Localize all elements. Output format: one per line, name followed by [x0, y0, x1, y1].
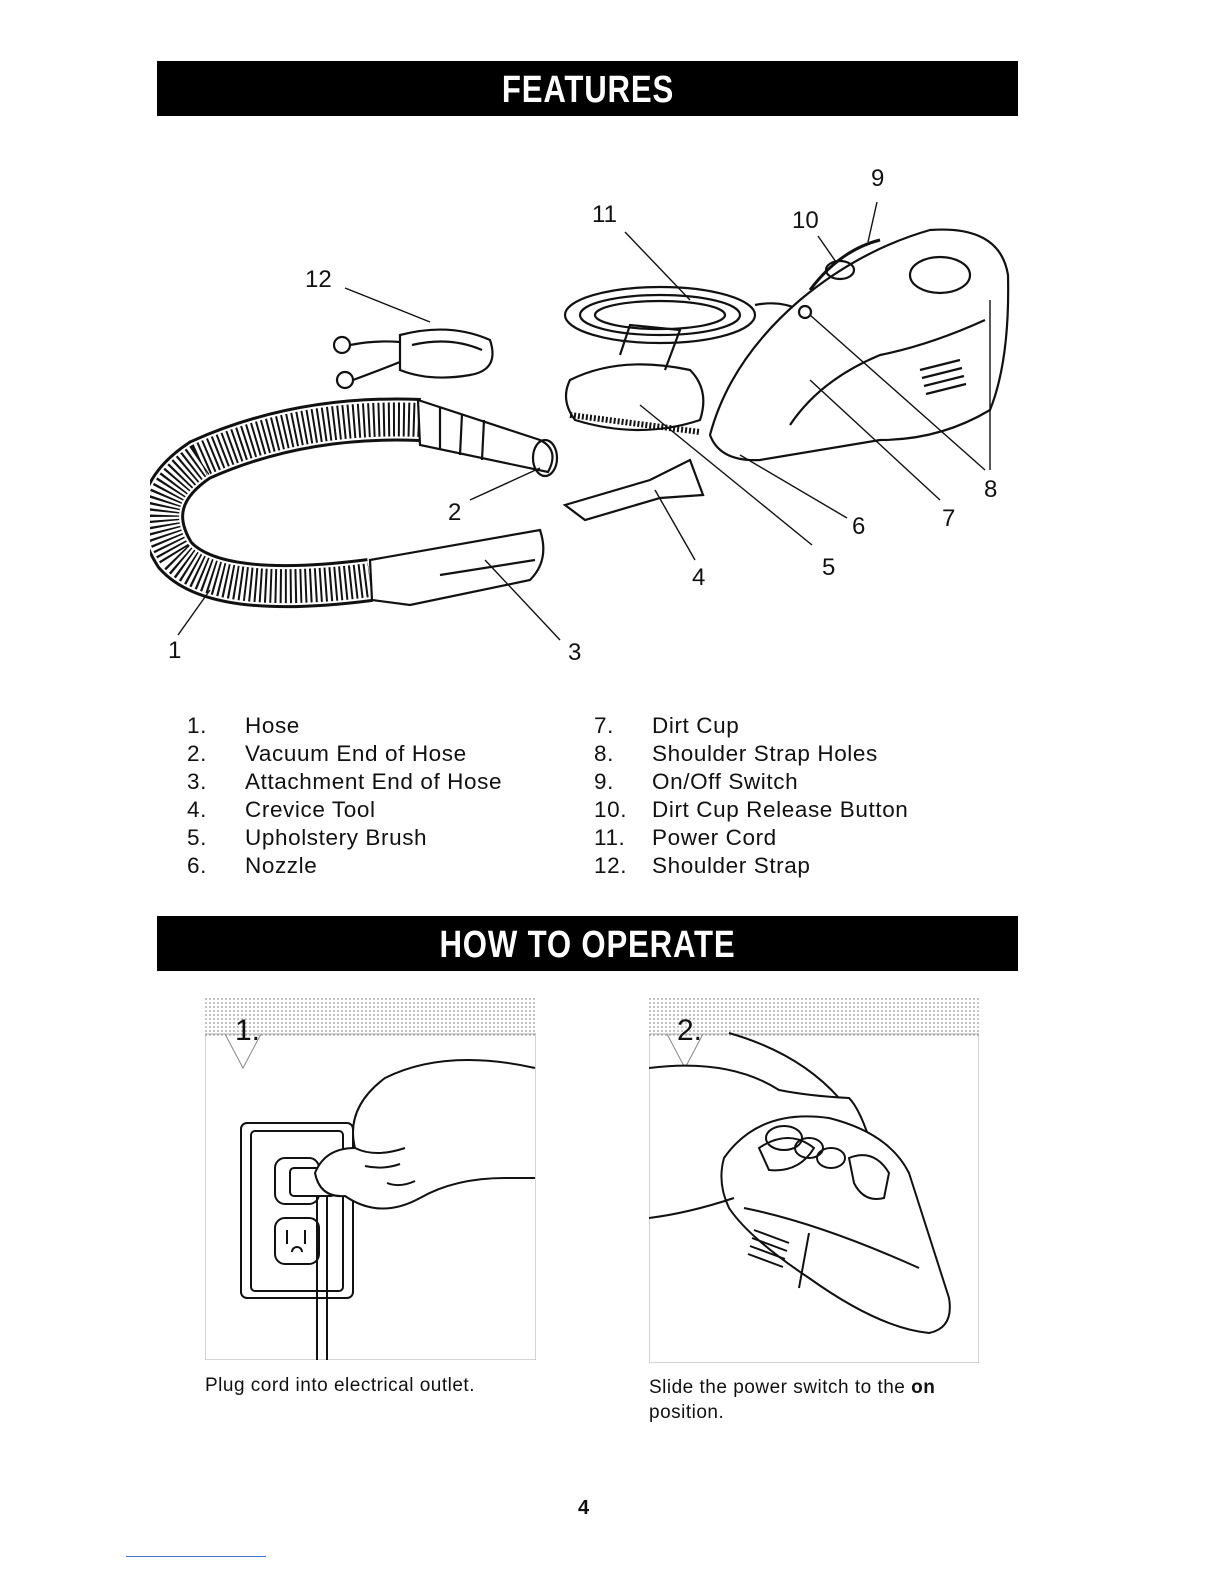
shoulder-strap-illustration: [400, 330, 493, 378]
step-2-panel: 2.: [649, 998, 979, 1360]
on-keyword: on: [911, 1377, 935, 1398]
step-1-panel: 1.: [205, 998, 536, 1360]
callout-2: 2: [448, 499, 461, 526]
parts-list-right: 7.Dirt Cup 8.Shoulder Strap Holes 9.On/O…: [594, 712, 908, 880]
features-heading: FEATURES: [157, 61, 1018, 116]
how-to-operate-heading-text: HOW TO OPERATE: [440, 916, 736, 974]
callout-3: 3: [568, 639, 581, 666]
how-to-operate-heading: HOW TO OPERATE: [157, 916, 1018, 971]
step-1-illustration: [205, 998, 536, 1360]
list-item: 4.Crevice Tool: [187, 796, 502, 824]
list-item: 11.Power Cord: [594, 824, 908, 852]
callout-8: 8: [984, 476, 997, 503]
parts-list-left: 1.Hose 2.Vacuum End of Hose 3.Attachment…: [187, 712, 502, 880]
callout-5: 5: [822, 554, 835, 581]
callout-9: 9: [871, 165, 884, 192]
callout-11: 11: [592, 201, 617, 228]
step-1-number: 1.: [235, 1014, 260, 1048]
list-item: 3.Attachment End of Hose: [187, 768, 502, 796]
list-item: 2.Vacuum End of Hose: [187, 740, 502, 768]
list-item: 12.Shoulder Strap: [594, 852, 908, 880]
list-item: 7.Dirt Cup: [594, 712, 908, 740]
callout-1: 1: [168, 637, 181, 664]
step-2-illustration: [649, 998, 979, 1363]
list-item: 5.Upholstery Brush: [187, 824, 502, 852]
features-diagram: 1 2 3 4 5 6 7 8 9 10 11 12: [150, 150, 1030, 670]
callout-6: 6: [852, 513, 865, 540]
features-heading-text: FEATURES: [501, 61, 673, 119]
callout-10: 10: [792, 207, 819, 234]
list-item: 8.Shoulder Strap Holes: [594, 740, 908, 768]
step-2-caption: Slide the power switch to the on positio…: [649, 1375, 989, 1425]
callout-7: 7: [942, 505, 955, 532]
callout-4: 4: [692, 564, 705, 591]
list-item: 6.Nozzle: [187, 852, 502, 880]
list-item: 10.Dirt Cup Release Button: [594, 796, 908, 824]
bottom-rule: [126, 1556, 266, 1557]
list-item: 9.On/Off Switch: [594, 768, 908, 796]
wall-plate-illustration: [241, 1123, 353, 1298]
step-1-caption: Plug cord into electrical outlet.: [205, 1373, 545, 1398]
page-number: 4: [578, 1497, 589, 1520]
crevice-tool-illustration: [565, 460, 703, 520]
list-item: 1.Hose: [187, 712, 502, 740]
step-2-number: 2.: [677, 1014, 702, 1048]
callout-12: 12: [305, 266, 332, 293]
